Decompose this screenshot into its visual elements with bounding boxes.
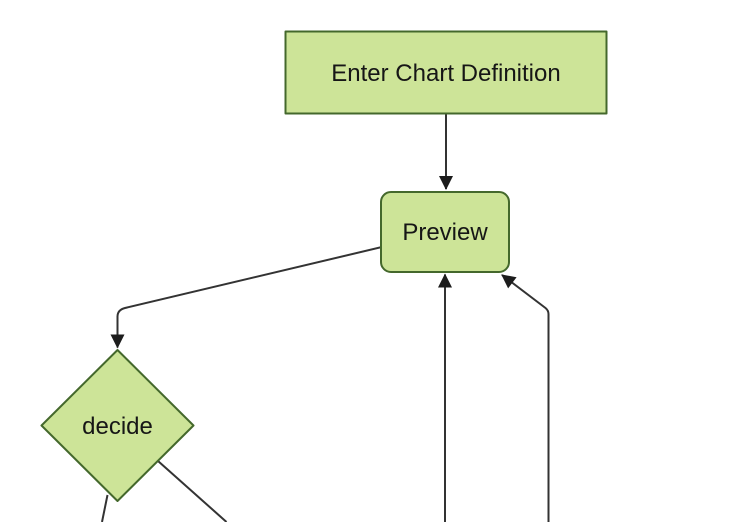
edge-decide-to-offscreen-bottom-left [101, 494, 109, 522]
decide-diamond [40, 349, 195, 502]
node-preview: Preview [380, 191, 510, 273]
enter-chart-definition-box [284, 30, 608, 115]
edge-decide-to-offscreen-bottom-right [157, 460, 228, 522]
node-enter-chart-definition: Enter Chart Definition [284, 30, 608, 115]
edge-layer [101, 114, 550, 522]
node-decide: decide [40, 349, 195, 502]
edge-offscreen-bottom-right-to-preview [501, 274, 550, 522]
edge-preview-to-decide [110, 246, 383, 349]
preview-label: Preview [402, 219, 488, 246]
preview-box [380, 191, 510, 273]
enter-chart-definition-label: Enter Chart Definition [331, 60, 560, 87]
decide-label: decide [82, 413, 153, 440]
